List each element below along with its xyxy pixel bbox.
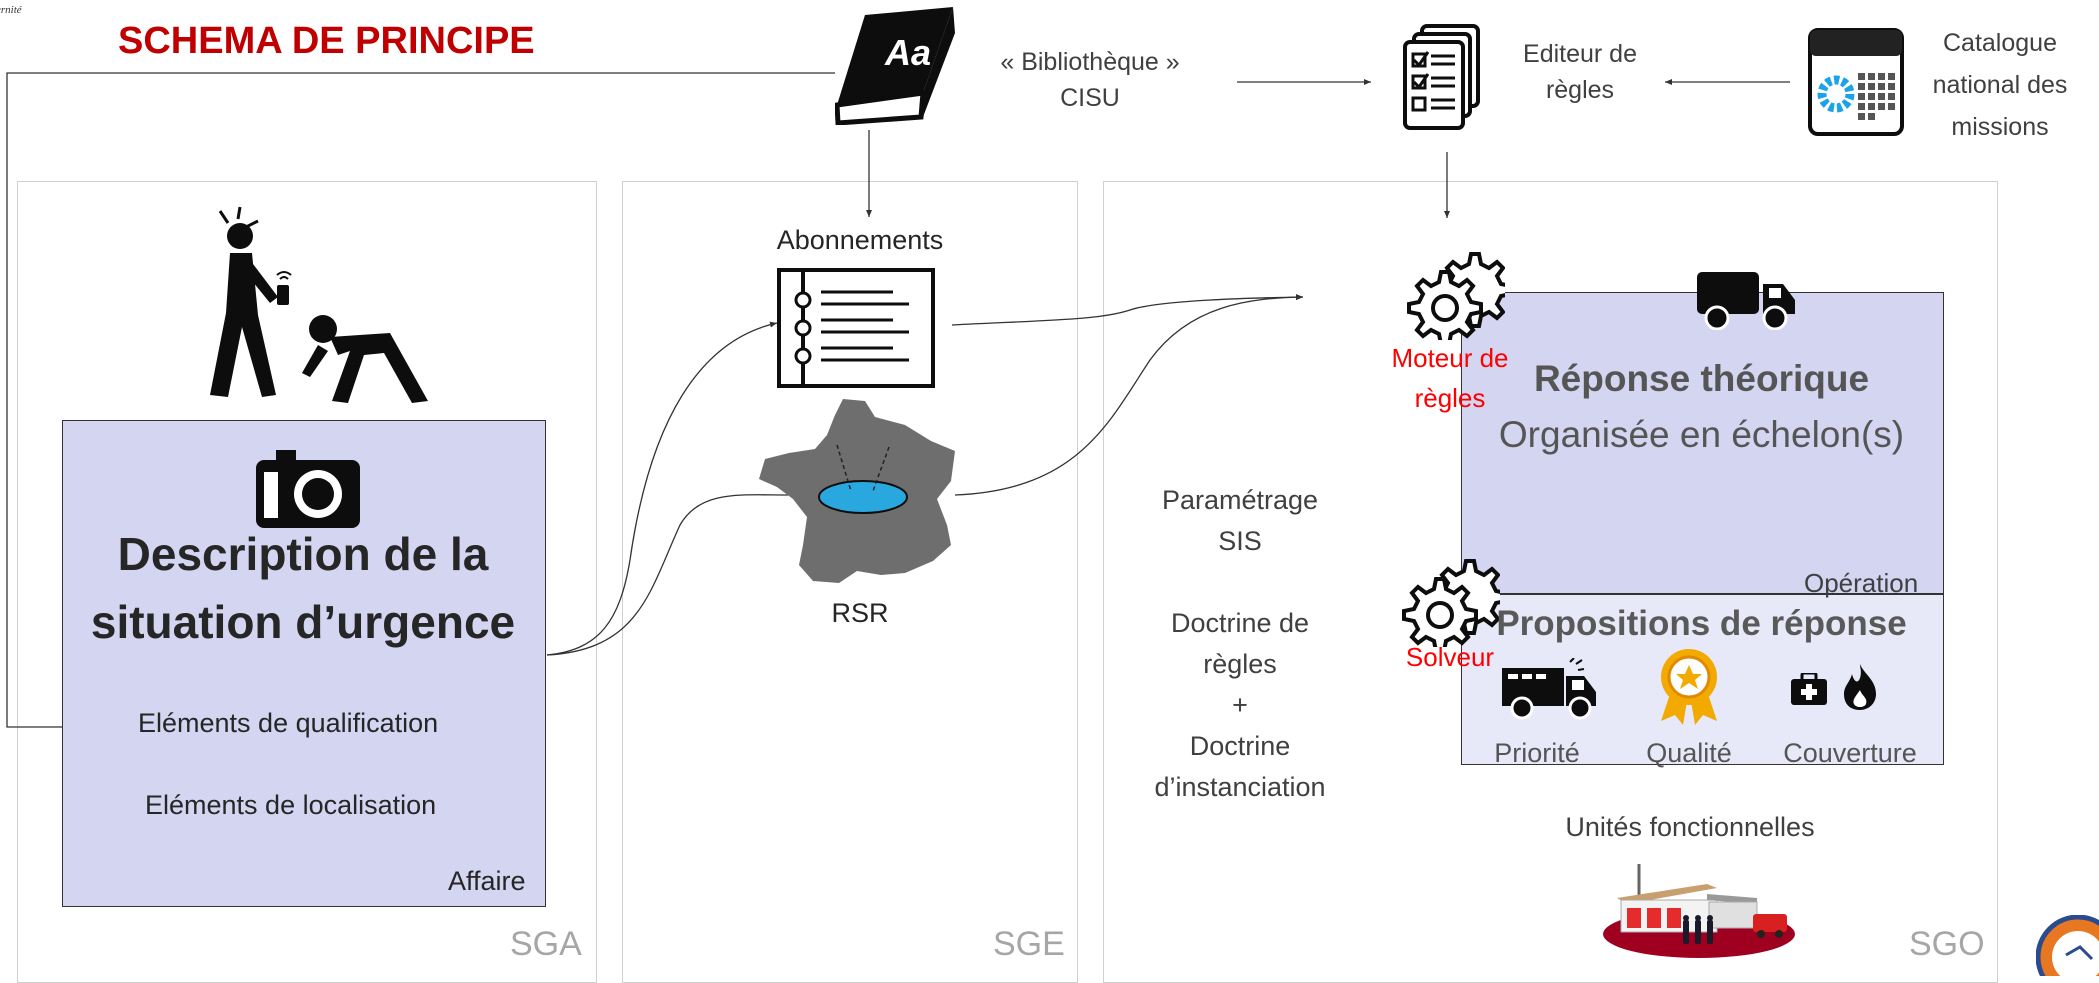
affair-box-label: Affaire [448, 866, 526, 896]
svg-text:Aa: Aa [884, 32, 931, 73]
proposals-title: Propositions de réponse [1496, 604, 1907, 643]
map-to-engine-curve [954, 294, 1304, 496]
criteria-quality: Qualité [1646, 738, 1732, 768]
ambulance-icon [1502, 657, 1598, 725]
fire-icon [1840, 664, 1880, 715]
theoretical-title: Réponse théorique [1533, 358, 1870, 399]
logo-text: ernité [0, 4, 22, 16]
solver-gear-icon [1400, 555, 1508, 653]
medkit-icon [1791, 671, 1827, 710]
localisation-label: Eléments de localisation [145, 790, 437, 820]
theoretical-subtitle: Organisée en échelon(s) [1498, 414, 1905, 455]
france-map-icon [755, 395, 965, 600]
engine-label: Moteur de règles [1391, 343, 1509, 413]
criteria-priority: Priorité [1494, 738, 1580, 768]
subscriptions-to-engine-curve [951, 294, 1304, 326]
units-label: Unités fonctionnelles [1565, 812, 1815, 842]
calendar-gear-icon [1808, 28, 1904, 141]
description-heading: Description de la situation d’urgence [90, 528, 516, 648]
engine-gear-icon [1405, 248, 1513, 346]
solver-label: Solveur [1405, 642, 1495, 672]
sga-panel-label: SGA [510, 925, 582, 963]
criteria-coverage: Couverture [1783, 738, 1917, 768]
subscriptions-label: Abonnements [776, 225, 944, 255]
fire-station-icon [1597, 858, 1797, 969]
qualification-label: Eléments de qualification [138, 708, 439, 738]
truck-icon [1697, 268, 1797, 335]
sgo-panel-label: SGO [1909, 925, 1985, 963]
operation-box [1461, 292, 1944, 594]
pedestrian-fall-icon [180, 205, 440, 410]
affair-to-subscriptions-curve [546, 321, 778, 656]
operation-label: Opération [1804, 568, 1919, 598]
affair-to-map-curve [546, 494, 789, 656]
medal-icon [1651, 645, 1727, 730]
params-text: Paramétrage SIS Doctrine de règles + Doc… [1154, 485, 1326, 802]
camera-icon [256, 450, 360, 533]
sge-panel-label: SGE [993, 925, 1065, 963]
page-title: SCHEMA DE PRINCIPE [118, 20, 535, 62]
checklist-icon [1402, 24, 1482, 139]
editor-label: Editeur de règles [1523, 40, 1637, 104]
catalog-label: Catalogue national des missions [1932, 29, 2068, 141]
library-label: « Bibliothèque » CISU [1000, 48, 1180, 112]
map-label: RSR [831, 598, 889, 628]
book-icon: Aa [834, 5, 960, 130]
list-icon [777, 268, 935, 393]
badge-logo-icon [2035, 914, 2099, 983]
